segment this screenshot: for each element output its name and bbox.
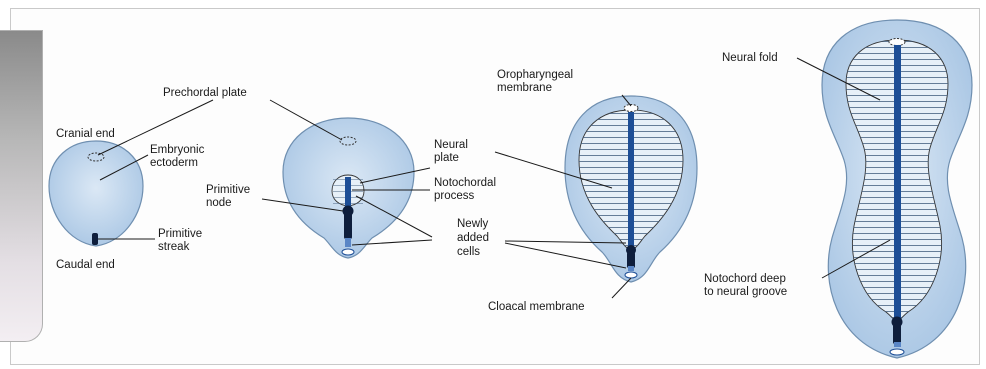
primitive-streak-3 (627, 252, 635, 268)
new-cells-4 (894, 342, 901, 347)
notochord-3 (628, 112, 634, 247)
label-primitive-streak-1: Primitive (158, 228, 202, 240)
label-embryonic-ectoderm-2: ectoderm (150, 157, 198, 169)
label-prechordal-plate: Prechordal plate (163, 87, 247, 99)
label-caudal-end: Caudal end (56, 259, 115, 271)
label-notochordal-process-2: process (434, 190, 475, 202)
label-embryonic-ectoderm-1: Embryonic (150, 144, 205, 156)
embryo-stage-4 (822, 20, 972, 358)
label-primitive-node-1: Primitive (206, 184, 250, 196)
label-neural-fold: Neural fold (722, 52, 778, 64)
label-notochord-1: Notochord deep (704, 273, 786, 285)
new-cells-2 (345, 238, 351, 247)
label-cranial-end: Cranial end (56, 128, 115, 140)
embryo-stage-2 (283, 118, 414, 258)
cloacal-membrane-4 (890, 349, 904, 355)
notochordal-process-2 (345, 177, 351, 207)
new-cells-3 (628, 266, 634, 271)
label-notochord-2: to neural groove (704, 286, 787, 298)
primitive-streak-2 (344, 213, 352, 239)
label-primitive-node-2: node (206, 197, 232, 209)
label-newly-added-1: Newly (457, 218, 489, 230)
label-cloacal-membrane: Cloacal membrane (488, 301, 585, 313)
notochord-4 (894, 45, 901, 320)
primitive-streak-1 (92, 233, 98, 245)
label-neural-plate-1: Neural (434, 139, 468, 151)
cloacal-membrane-2 (342, 249, 354, 255)
label-newly-added-3: cells (457, 246, 480, 258)
embryonic-disc-1 (49, 141, 143, 246)
primitive-streak-4 (893, 324, 901, 344)
label-neural-plate-2: plate (434, 152, 459, 164)
label-newly-added-2: added (457, 232, 489, 244)
embryo-stage-3 (565, 96, 697, 282)
oropharyngeal-membrane-4 (889, 39, 905, 46)
embryo-stage-1 (49, 141, 143, 246)
label-oropharyngeal-2: membrane (497, 82, 552, 94)
label-notochordal-process-1: Notochordal (434, 177, 496, 189)
cloacal-membrane-3 (625, 272, 637, 278)
label-oropharyngeal-1: Oropharyngeal (497, 69, 573, 81)
label-primitive-streak-2: streak (158, 241, 190, 253)
